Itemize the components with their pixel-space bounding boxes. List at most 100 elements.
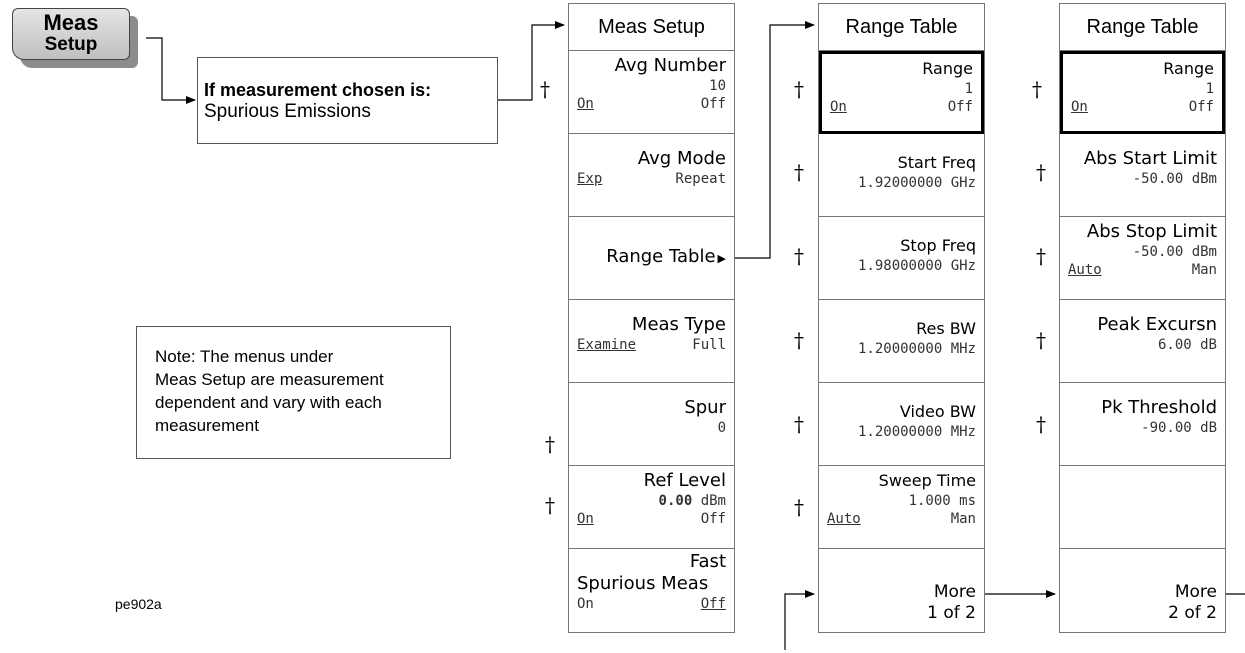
arrow-return-into-more <box>784 590 815 650</box>
dagger-mark: † <box>794 77 804 101</box>
dagger-mark: † <box>545 493 555 517</box>
range-table-menu-page-1: Range Table Range 1 On Off Start Freq 1.… <box>818 3 985 633</box>
on-off-toggle: On Off <box>1071 98 1214 116</box>
softkey-value: 0 <box>717 420 726 436</box>
softkey-label: Range Table▶ <box>606 246 726 267</box>
toggle-auto: Auto <box>1068 262 1102 278</box>
softkey-value: 1 <box>964 81 973 97</box>
menu-title: Range Table <box>819 4 984 51</box>
dagger-mark: † <box>545 432 555 456</box>
on-off-toggle: On Off <box>830 98 973 116</box>
softkey-label-line2: Spurious Meas <box>577 573 709 594</box>
toggle-man: Man <box>950 511 976 527</box>
toggle-exp: Exp <box>577 171 603 187</box>
toggle-auto: Auto <box>827 511 861 527</box>
dagger-mark: † <box>794 244 804 268</box>
on-off-toggle: On Off <box>577 510 726 528</box>
softkey-label: Range <box>1163 59 1214 78</box>
condition-heading: If measurement chosen is: <box>204 80 432 100</box>
peak-excursn-softkey[interactable]: Peak Excursn 6.00 dB <box>1060 300 1225 383</box>
softkey-label: Video BW <box>899 402 976 421</box>
range-softkey[interactable]: Range 1 On Off <box>1060 51 1225 134</box>
menu-title: Range Table <box>1060 4 1225 51</box>
blank-softkey[interactable] <box>1060 466 1225 549</box>
video-bw-softkey[interactable]: Video BW 1.20000000 MHz <box>819 383 984 466</box>
abs-stop-limit-softkey[interactable]: Abs Stop Limit -50.00 dBm Auto Man <box>1060 217 1225 300</box>
note-line-1: Note: The menus under <box>155 347 334 366</box>
softkey-label: Avg Mode <box>637 148 726 169</box>
softkey-label: Spur <box>684 397 726 418</box>
start-freq-softkey[interactable]: Start Freq 1.92000000 GHz <box>819 134 984 217</box>
arrow-range-table-to-menu <box>735 21 815 259</box>
arrow-condition-to-meas-setup <box>498 21 565 101</box>
softkey-label-line1: Fast <box>689 551 726 572</box>
softkey-value: -50.00 dBm <box>1132 244 1217 260</box>
toggle-on: On <box>577 596 594 612</box>
softkey-value: -50.00 dBm <box>1132 171 1217 187</box>
spur-softkey[interactable]: Spur 0 <box>569 383 734 466</box>
dagger-mark: † <box>1036 412 1046 436</box>
dagger-mark: † <box>794 328 804 352</box>
softkey-value: 6.00 dB <box>1157 337 1217 353</box>
dagger-mark: † <box>1036 244 1046 268</box>
note-line-3: dependent and vary with each <box>155 393 382 412</box>
softkey-label: Pk Threshold <box>1101 397 1217 418</box>
softkey-value: 1.98000000 GHz <box>857 258 976 274</box>
hardkey-label-line2: Setup <box>44 34 98 55</box>
meas-type-softkey[interactable]: Meas Type Examine Full <box>569 300 734 383</box>
softkey-label: Start Freq <box>897 153 976 172</box>
range-softkey[interactable]: Range 1 On Off <box>819 51 984 134</box>
more-2-of-2-softkey[interactable]: More 2 of 2 <box>1060 549 1225 632</box>
softkey-label-line2: 2 of 2 <box>1168 603 1217 623</box>
softkey-value: -90.00 dB <box>1141 420 1217 436</box>
res-bw-softkey[interactable]: Res BW 1.20000000 MHz <box>819 300 984 383</box>
range-table-softkey[interactable]: Range Table▶ <box>569 217 734 300</box>
figure-id: pe902a <box>115 596 162 612</box>
toggle-repeat: Repeat <box>675 171 726 187</box>
on-off-toggle: On Off <box>577 595 726 613</box>
toggle-on: On <box>1071 99 1088 115</box>
abs-start-limit-softkey[interactable]: Abs Start Limit -50.00 dBm <box>1060 134 1225 217</box>
toggle-off: Off <box>947 99 973 115</box>
ref-level-softkey[interactable]: Ref Level 0.00 dBm On Off <box>569 466 734 549</box>
auto-man-toggle: Auto Man <box>1068 261 1217 279</box>
softkey-value: 1.20000000 MHz <box>857 341 976 357</box>
toggle-off: Off <box>700 596 726 612</box>
note-line-2: Meas Setup are measurement <box>155 370 384 389</box>
pk-threshold-softkey[interactable]: Pk Threshold -90.00 dB <box>1060 383 1225 466</box>
dagger-mark: † <box>1036 328 1046 352</box>
dagger-mark: † <box>1032 77 1042 101</box>
softkey-label-line2: 1 of 2 <box>927 603 976 623</box>
dagger-mark: † <box>794 495 804 519</box>
softkey-value: 0.00 dBm <box>658 493 726 509</box>
toggle-on: On <box>577 96 594 112</box>
toggle-off: Off <box>700 511 726 527</box>
softkey-label: Range <box>922 59 973 78</box>
menu-title: Meas Setup <box>569 4 734 51</box>
dagger-mark: † <box>794 160 804 184</box>
softkey-value: 1 <box>1205 81 1214 97</box>
note-line-4: measurement <box>155 416 259 435</box>
dagger-mark: † <box>540 77 550 101</box>
fast-spurious-meas-softkey[interactable]: Fast Spurious Meas On Off <box>569 549 734 632</box>
softkey-label: Sweep Time <box>878 471 976 490</box>
range-table-menu-page-2: Range Table Range 1 On Off Abs Start Lim… <box>1059 3 1226 633</box>
avg-number-softkey[interactable]: Avg Number 10 On Off <box>569 51 734 134</box>
softkey-label: Stop Freq <box>900 236 976 255</box>
more-1-of-2-softkey[interactable]: More 1 of 2 <box>819 549 984 632</box>
softkey-label: Abs Start Limit <box>1083 148 1217 169</box>
toggle-off: Off <box>700 96 726 112</box>
measurement-condition-box: If measurement chosen is: Spurious Emiss… <box>197 57 498 144</box>
softkey-label: Ref Level <box>643 470 726 491</box>
stop-freq-softkey[interactable]: Stop Freq 1.98000000 GHz <box>819 217 984 300</box>
avg-mode-softkey[interactable]: Avg Mode Exp Repeat <box>569 134 734 217</box>
softkey-label: Avg Number <box>614 55 726 76</box>
on-off-toggle: On Off <box>577 95 726 113</box>
arrow-hardkey-to-condition <box>146 37 196 104</box>
sweep-time-softkey[interactable]: Sweep Time 1.000 ms Auto Man <box>819 466 984 549</box>
toggle-full: Full <box>692 337 726 353</box>
toggle-man: Man <box>1191 262 1217 278</box>
meas-setup-hardkey[interactable]: Meas Setup <box>12 8 138 68</box>
note-box: Note: The menus under Meas Setup are mea… <box>136 326 451 459</box>
toggle-on: On <box>577 511 594 527</box>
